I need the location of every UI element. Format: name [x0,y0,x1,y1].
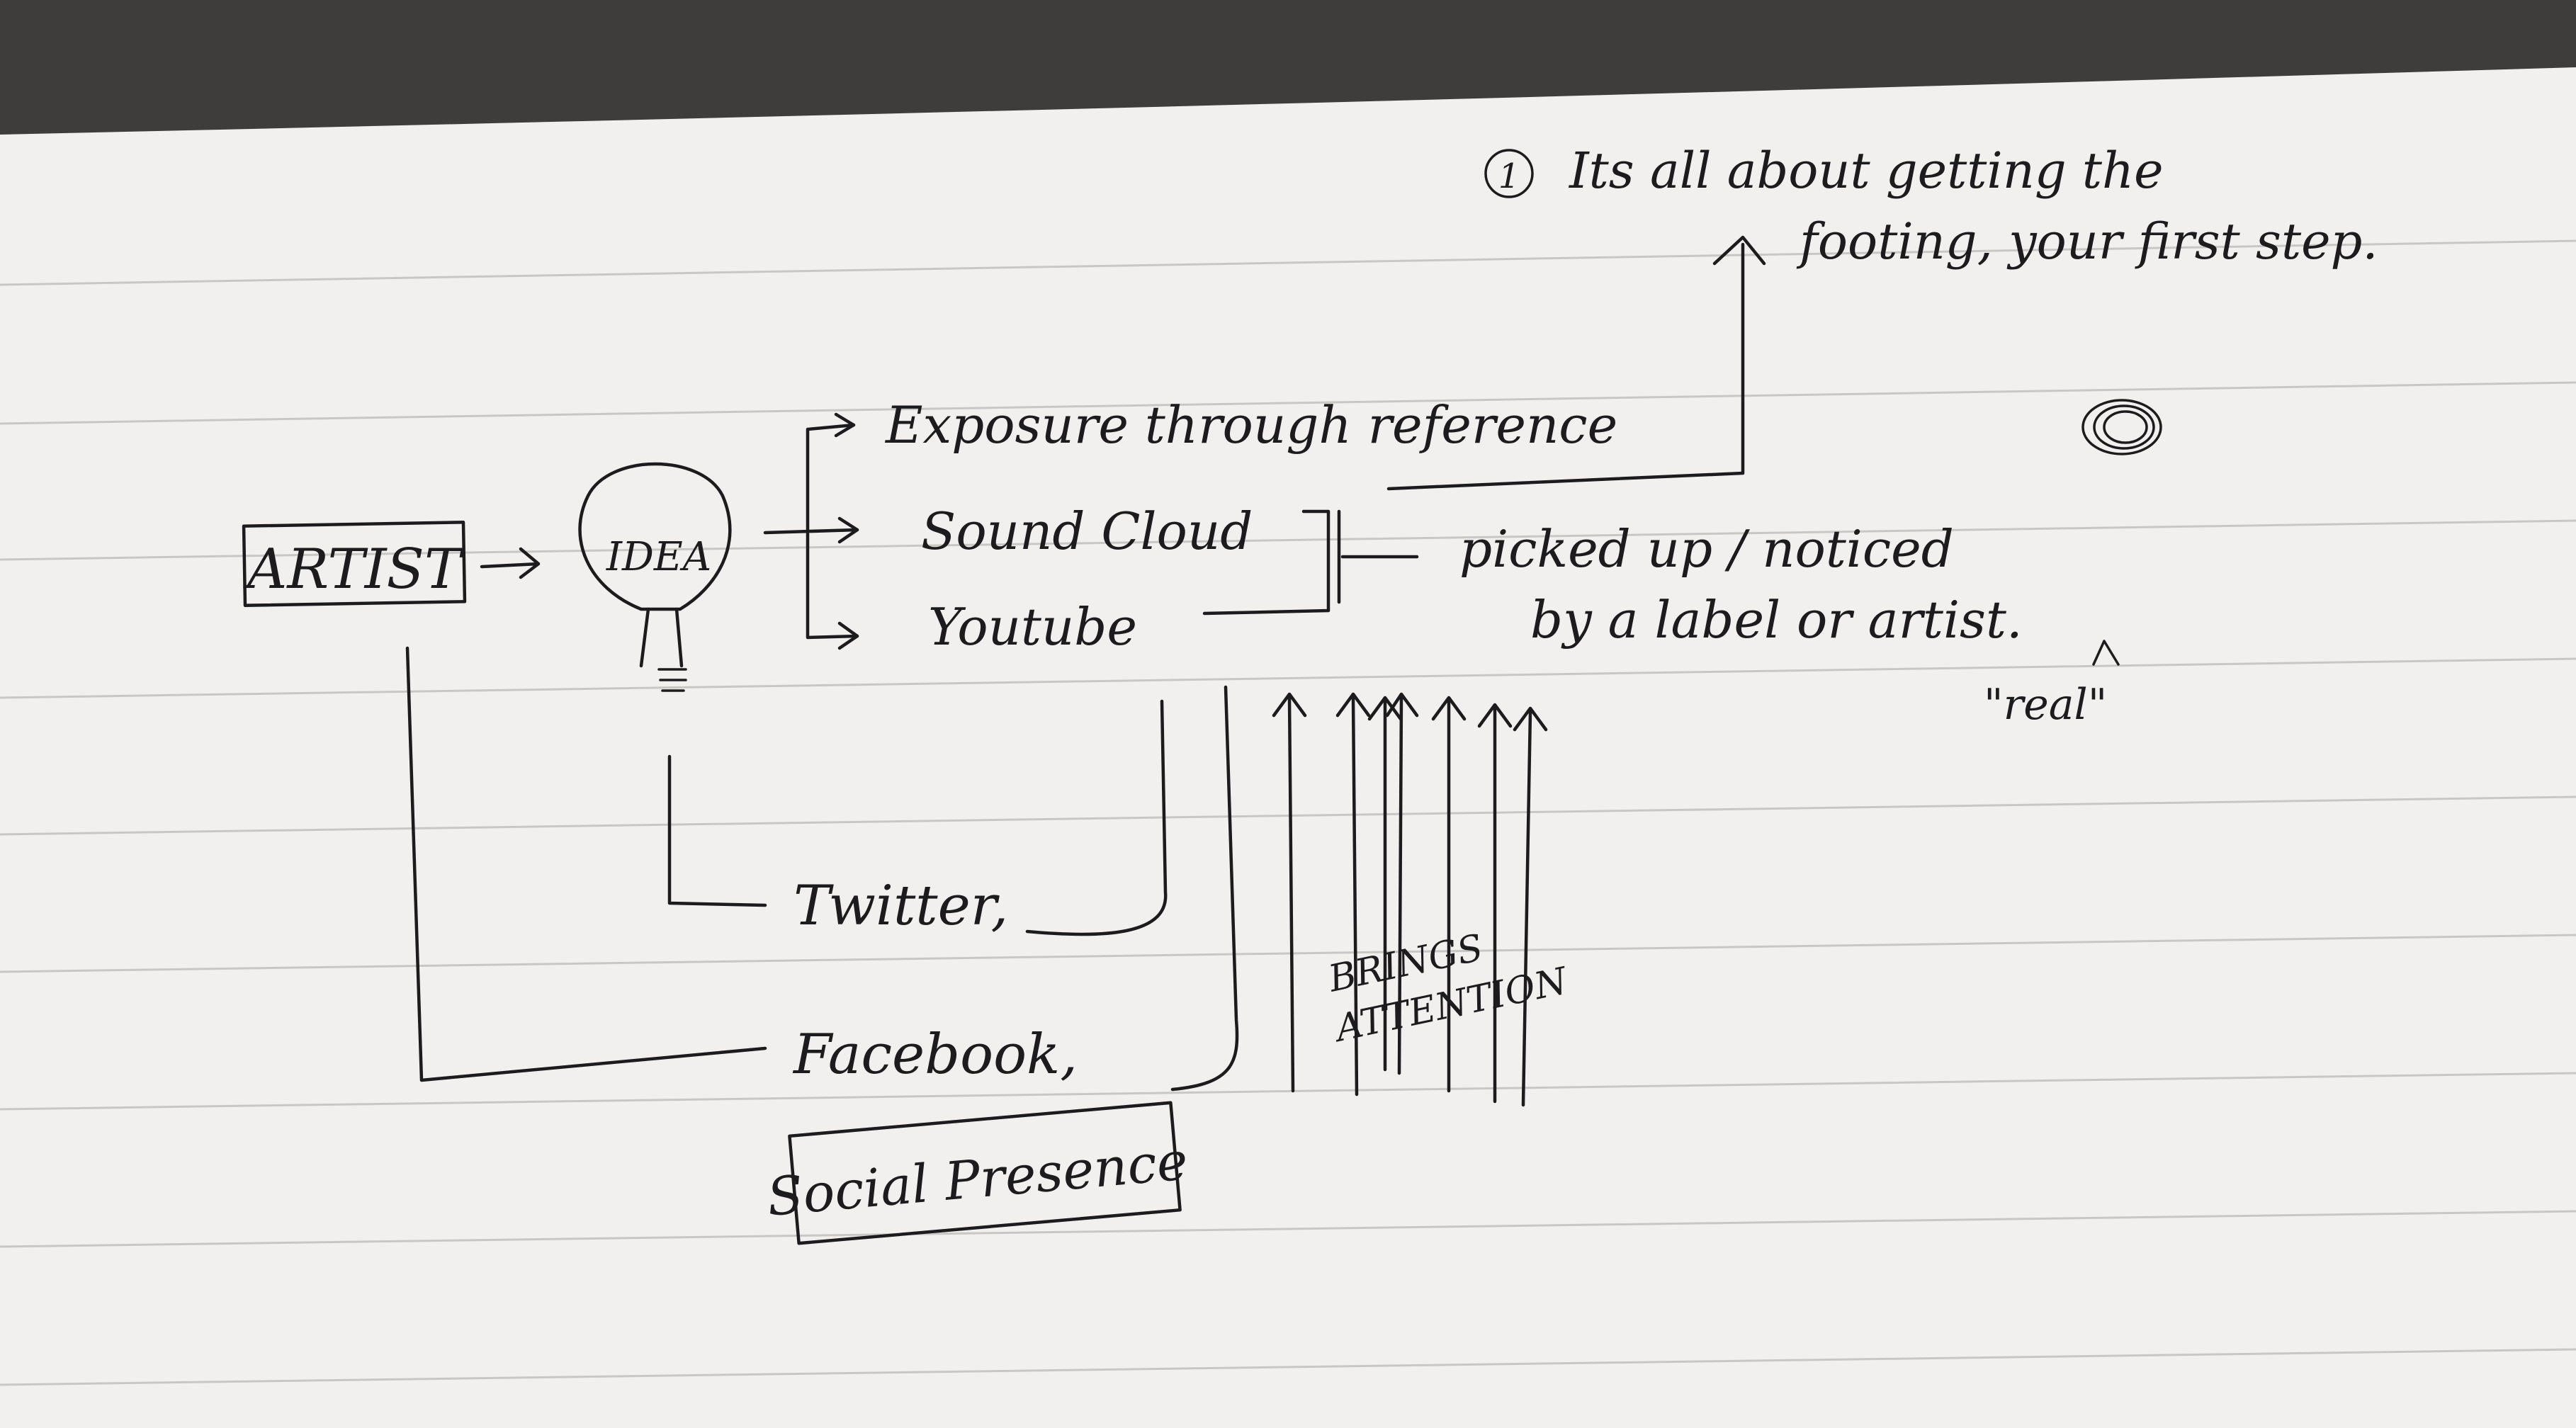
notebook-page [0,67,2576,1428]
idea-label: IDEA [606,534,711,580]
artist-label: ARTIST [243,538,465,601]
output-youtube: Youtube [928,597,1137,657]
channel-twitter: Twitter, [793,874,1008,938]
idea-branch-lines [763,423,859,640]
note-number-circle [1484,149,1534,198]
output-exposure: Exposure through reference [884,395,1617,455]
arrowheads-branches [834,412,859,650]
output-bracket [1202,509,1419,616]
note-number: 1 [1498,157,1520,196]
exposure-to-note-arrow [1386,235,1766,491]
result-text-line2: by a label or artist. [1530,590,2023,650]
result-text: picked up / noticed [1459,519,1954,579]
caret-mark [2092,640,2120,666]
artist-to-idea-arrow [480,547,541,579]
scribble-doodle [2081,399,2162,455]
artist-node: ARTIST [242,521,467,607]
note-line2: footing, your first step. [1796,212,2378,271]
twitter-connector [1025,699,1168,936]
channel-facebook: Facebook, [792,1023,1078,1087]
result-note: "real" [1984,680,2107,730]
idea-lightbulb: IDEA [578,462,732,692]
facebook-connector [1170,685,1239,1092]
output-soundcloud: Sound Cloud [921,502,1253,561]
ruled-lines [0,239,2576,1386]
artist-to-facebook-line [405,646,767,1082]
idea-to-twitter-line [667,754,767,907]
note-line1: Its all about getting the [1568,142,2164,200]
attention-arrows [1272,692,1548,1107]
